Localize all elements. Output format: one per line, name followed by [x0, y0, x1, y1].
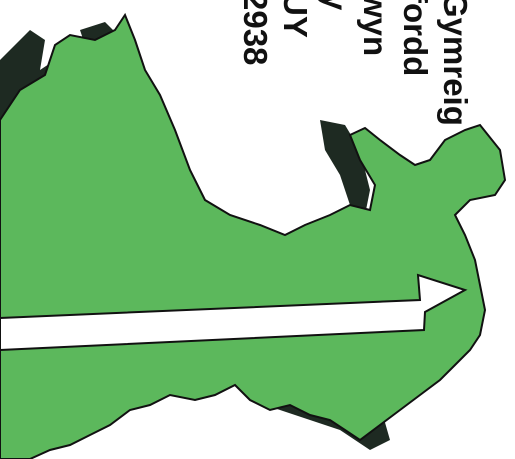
caption-line-2: fordd [397, 0, 434, 77]
caption-line-6: 2938 [237, 0, 274, 66]
island-landmass [0, 12, 507, 459]
caption-line-1: Gymreig [437, 0, 474, 126]
caption-line-5: UY [277, 0, 314, 38]
arrow-right [0, 273, 468, 352]
caption-line-4: y [317, 0, 354, 11]
caption-line-3: wyn [357, 0, 394, 57]
rotated-caption: Gymreig fordd wyn y UY 2938 [237, 0, 475, 192]
